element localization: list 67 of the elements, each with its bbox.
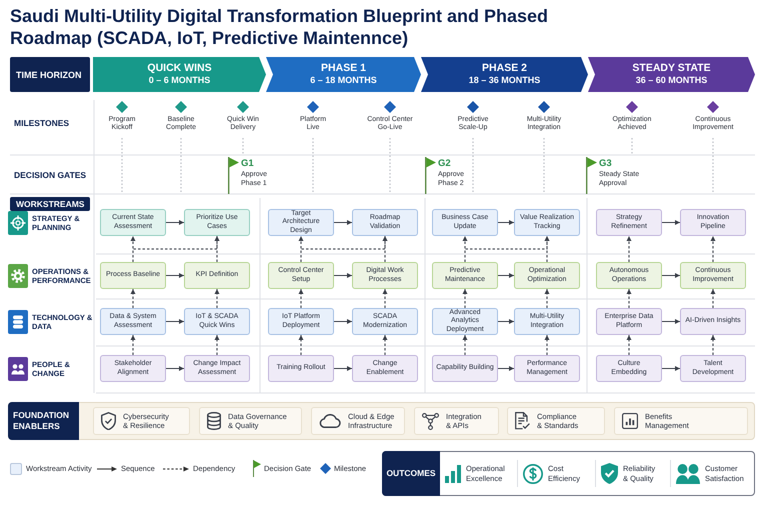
arrow bbox=[166, 220, 184, 225]
arrow bbox=[498, 366, 514, 371]
dashed-arrow bbox=[214, 334, 220, 356]
dashed-arrow bbox=[298, 334, 304, 356]
dashed-arrow bbox=[214, 288, 220, 308]
dashed-arrow bbox=[626, 288, 632, 308]
dashed-arrow bbox=[382, 334, 388, 356]
phase-title: PHASE 2 bbox=[482, 62, 527, 76]
outcomes-panel bbox=[382, 451, 755, 496]
dashed-arrow bbox=[298, 288, 304, 308]
dashed-arrow bbox=[464, 236, 550, 262]
phase-banner bbox=[93, 57, 266, 92]
arrow bbox=[166, 319, 184, 324]
gate-code: G2 bbox=[438, 158, 451, 169]
gate-code: G1 bbox=[241, 158, 254, 169]
dashed-arrow bbox=[544, 334, 550, 356]
dashed-arrow bbox=[626, 334, 632, 356]
dashed-arrow bbox=[710, 334, 716, 356]
dashed-arrow bbox=[130, 288, 136, 308]
phase-title: PHASE 1 bbox=[321, 62, 366, 76]
phase-duration: 18 – 36 MONTHS bbox=[468, 75, 540, 88]
row-label: DECISION GATES bbox=[14, 170, 86, 180]
phase-duration: 6 – 18 MONTHS bbox=[310, 75, 377, 88]
enabler-card bbox=[507, 407, 605, 435]
title: Saudi Multi-Utility Digital Transformation Blueprint and Phased Roadmap (SCADA, IoT, Predictive Maintennce) bbox=[10, 6, 550, 50]
section-header: WORKSTREAMS bbox=[10, 197, 90, 211]
arrow bbox=[662, 273, 680, 278]
dashed-arrow bbox=[132, 236, 220, 262]
arrow bbox=[498, 220, 514, 225]
phase-title: STEADY STATE bbox=[632, 62, 711, 76]
phase-banner bbox=[266, 57, 421, 92]
dashed-arrow bbox=[462, 334, 468, 356]
arrow bbox=[166, 273, 184, 278]
enabler-card bbox=[199, 407, 302, 435]
phase-duration: 36 – 60 MONTHS bbox=[636, 75, 708, 88]
gate-code: G3 bbox=[599, 158, 612, 169]
dashed-arrow bbox=[462, 288, 468, 308]
panel-header: OUTCOMES bbox=[382, 451, 440, 496]
dashed-arrow bbox=[626, 236, 632, 262]
phase-banner bbox=[421, 57, 588, 92]
enabler-card bbox=[414, 407, 499, 435]
arrow bbox=[662, 220, 680, 225]
dashed-arrow bbox=[544, 288, 550, 308]
dashed-arrow bbox=[710, 288, 716, 308]
dashed-arrow bbox=[710, 236, 716, 262]
phase-title: QUICK WINS bbox=[147, 62, 212, 76]
arrow bbox=[662, 319, 680, 324]
dashed-arrow bbox=[300, 236, 388, 262]
panel-header: FOUNDATION ENABLERS bbox=[8, 402, 79, 440]
phase-banner bbox=[588, 57, 755, 92]
section-header: TIME HORIZON bbox=[10, 57, 90, 92]
dashed-arrow bbox=[130, 334, 136, 356]
dashed-arrow bbox=[382, 288, 388, 308]
arrow bbox=[498, 273, 514, 278]
arrow bbox=[334, 220, 352, 225]
enablers-panel bbox=[8, 402, 755, 440]
arrow bbox=[334, 366, 352, 371]
enabler-card bbox=[311, 407, 405, 435]
phase-duration: 0 – 6 MONTHS bbox=[148, 75, 210, 88]
enabler-card bbox=[614, 407, 748, 435]
enabler-card bbox=[93, 407, 190, 435]
row-label: MILESTONES bbox=[14, 118, 70, 128]
arrow bbox=[334, 319, 352, 324]
arrow bbox=[166, 366, 184, 371]
arrow bbox=[498, 319, 514, 324]
arrow bbox=[334, 273, 352, 278]
arrow bbox=[662, 366, 680, 371]
